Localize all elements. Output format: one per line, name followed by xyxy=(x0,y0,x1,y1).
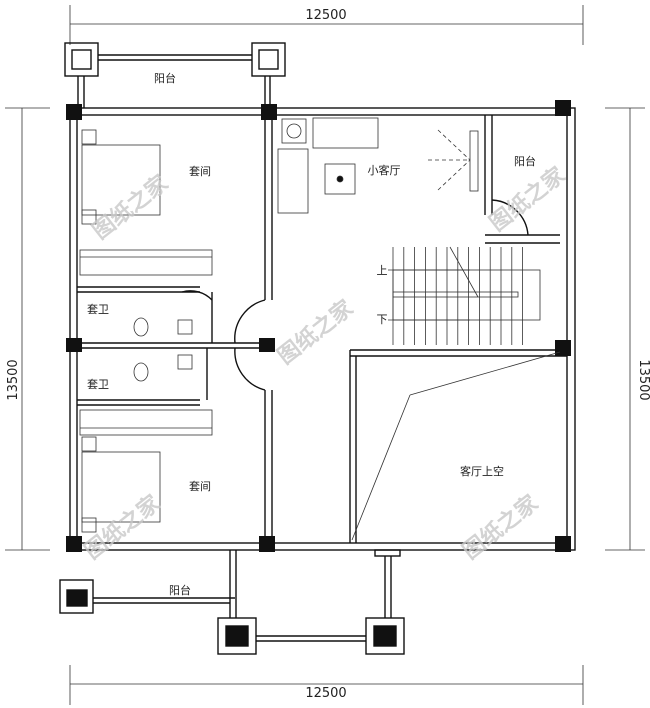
label-living-void: 客厅上空 xyxy=(460,464,504,478)
dimension-bottom: 12500 xyxy=(305,686,346,701)
label-stair-up: 上 xyxy=(377,264,388,277)
label-suite-upper: 套间 xyxy=(189,165,211,178)
label-stair-down: 下 xyxy=(377,313,388,326)
void-lines xyxy=(351,351,561,541)
dimension-lines xyxy=(5,5,645,705)
watermark: 图纸之家 xyxy=(458,489,544,564)
label-bath-lower: 套卫 xyxy=(87,378,109,391)
label-balcony-right: 阳台 xyxy=(514,154,536,168)
stair-tread xyxy=(392,291,519,298)
watermarks: 图纸之家 图纸之家 图纸之家 图纸之家 图纸之家 xyxy=(80,161,571,564)
watermark: 图纸之家 xyxy=(485,161,571,236)
top-balcony xyxy=(64,42,286,108)
label-balcony-bottom: 阳台 xyxy=(169,583,191,597)
walls xyxy=(69,107,576,551)
label-suite-lower: 套间 xyxy=(189,480,211,493)
label-small-living: 小客厅 xyxy=(368,163,401,177)
watermark: 图纸之家 xyxy=(273,294,359,369)
stair-tread xyxy=(449,246,479,298)
staircase xyxy=(388,246,541,345)
furniture xyxy=(79,117,479,533)
bottom-balcony xyxy=(59,549,405,655)
dimension-right: 13500 xyxy=(636,359,650,400)
label-balcony-top: 阳台 xyxy=(154,71,176,85)
watermark: 图纸之家 xyxy=(88,169,174,244)
watermark: 图纸之家 xyxy=(80,489,166,564)
dimension-top: 12500 xyxy=(305,8,346,23)
dimension-left: 13500 xyxy=(6,359,21,400)
label-bath-upper: 套卫 xyxy=(87,303,109,316)
columns xyxy=(66,100,571,552)
